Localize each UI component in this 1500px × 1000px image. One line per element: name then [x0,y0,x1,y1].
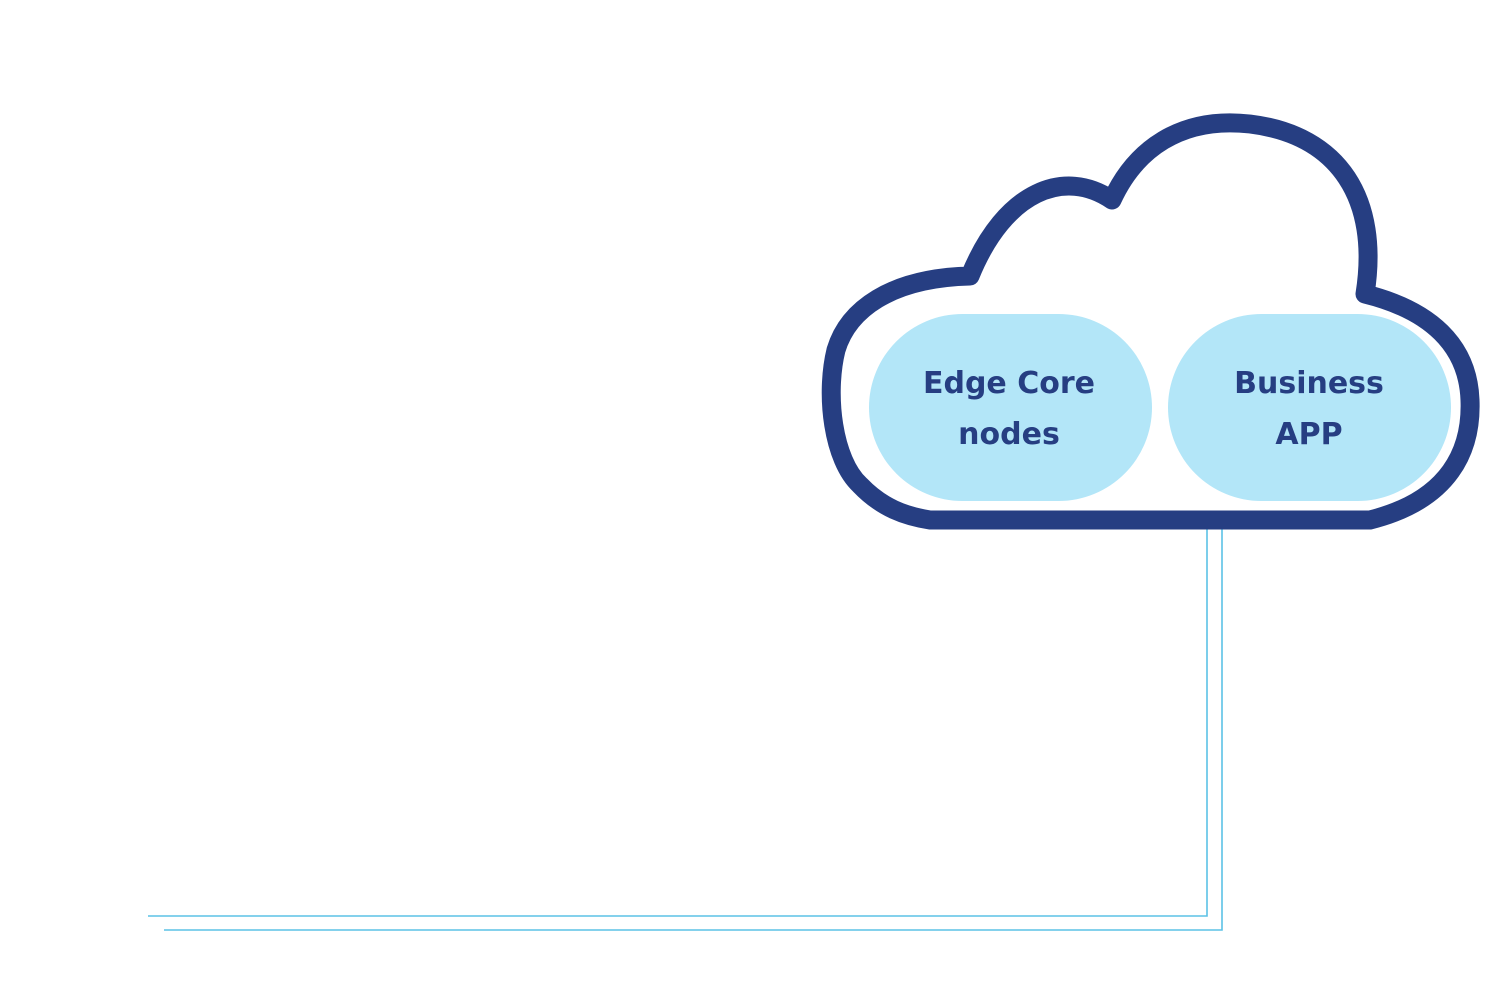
node-edge-core-nodes: Edge Core nodes [869,314,1152,501]
node-business-app-label-line1: Business [1234,366,1384,401]
connector-lines [148,528,1223,931]
node-business-app: Business APP [1168,314,1451,501]
node-business-app-label-line2: APP [1275,417,1342,452]
connector-line-inner [148,528,1208,917]
node-edge-core-nodes-label-line2: nodes [958,417,1060,452]
node-edge-core-nodes-pill [869,314,1152,501]
node-edge-core-nodes-label-line1: Edge Core [923,366,1095,401]
node-business-app-pill [1168,314,1451,501]
connector-line-outer [164,528,1223,931]
